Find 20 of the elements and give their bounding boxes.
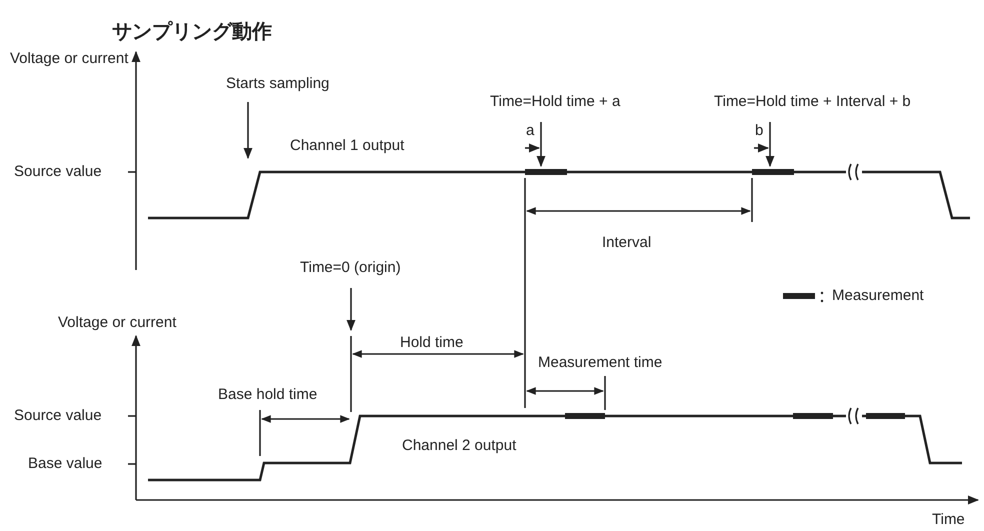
- level-label: Source value: [14, 407, 102, 425]
- offset-label: b: [755, 122, 764, 140]
- axis-label: Time: [932, 511, 965, 529]
- diagram-title: サンプリング動作: [112, 18, 272, 45]
- dimension-label: Measurement time: [538, 354, 662, 372]
- axis-label: Voltage or current: [58, 314, 176, 332]
- annotation-label: Starts sampling: [226, 75, 330, 93]
- annotation-label: Time=0 (origin): [300, 259, 401, 277]
- dimension-label: Hold time: [400, 334, 464, 352]
- dimension-label: Base hold time: [218, 386, 318, 404]
- level-label: Base value: [28, 455, 102, 473]
- offset-label: a: [526, 122, 534, 140]
- annotation-label: Time=Hold time + a: [490, 93, 620, 111]
- waveform-label: Channel 1 output: [290, 137, 404, 155]
- level-label: Source value: [14, 163, 102, 181]
- dimension-label: Interval: [602, 234, 652, 252]
- waveform-label: Channel 2 output: [402, 437, 516, 455]
- annotation-label: Time=Hold time + Interval + b: [714, 93, 911, 111]
- axis-label: Voltage or current: [10, 50, 128, 68]
- legend-label: Measurement: [832, 287, 924, 305]
